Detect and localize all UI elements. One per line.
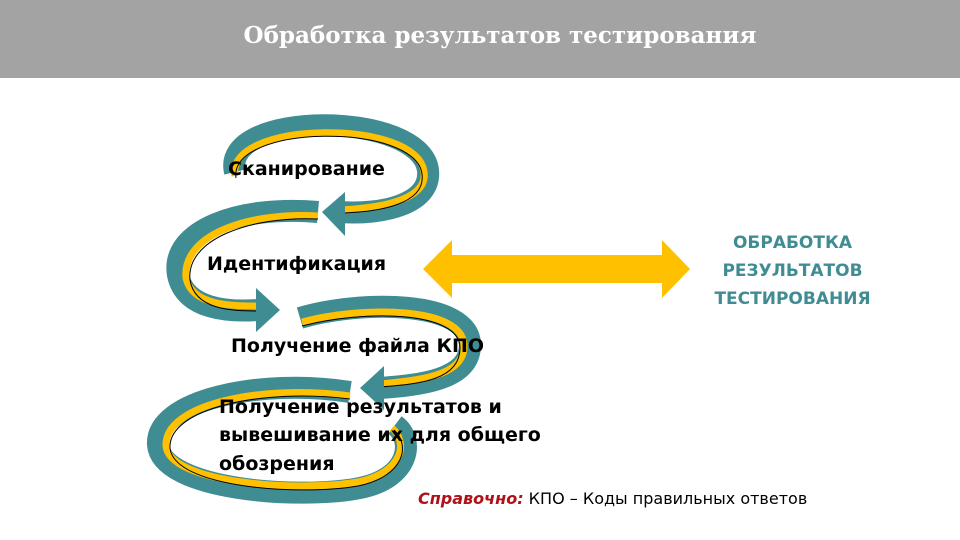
curved-arrow-2: [166, 199, 319, 332]
step-identification: Идентификация: [207, 253, 387, 275]
title-bar: Обработка результатов тестирования: [0, 0, 960, 78]
double-arrow: [423, 240, 690, 298]
footnote-text: КПО – Коды правильных ответов: [523, 489, 808, 508]
step-results-line2: вывешивание их для общего: [219, 424, 541, 446]
footnote: Справочно: КПО – Коды правильных ответов: [418, 489, 807, 508]
slide-title: Обработка результатов тестирования: [243, 22, 757, 49]
side-label-line: ТЕСТИРОВАНИЯ: [714, 289, 871, 309]
step-kpo-file: Получение файла КПО: [231, 335, 485, 357]
curved-arrow-4: [147, 376, 417, 504]
side-label-line: РЕЗУЛЬТАТОВ: [722, 261, 863, 281]
curved-arrow-1: [223, 114, 440, 236]
step-results-line1: Получение результатов и: [219, 396, 502, 418]
side-label: ОБРАБОТКА РЕЗУЛЬТАТОВ ТЕСТИРОВАНИЯ: [700, 229, 885, 313]
step-results-line3: обозрения: [219, 453, 335, 475]
curved-arrow-3: [296, 295, 482, 410]
step-scanning: Сканирование: [228, 158, 385, 180]
side-label-line: ОБРАБОТКА: [732, 233, 853, 253]
footnote-label: Справочно:: [418, 489, 524, 508]
